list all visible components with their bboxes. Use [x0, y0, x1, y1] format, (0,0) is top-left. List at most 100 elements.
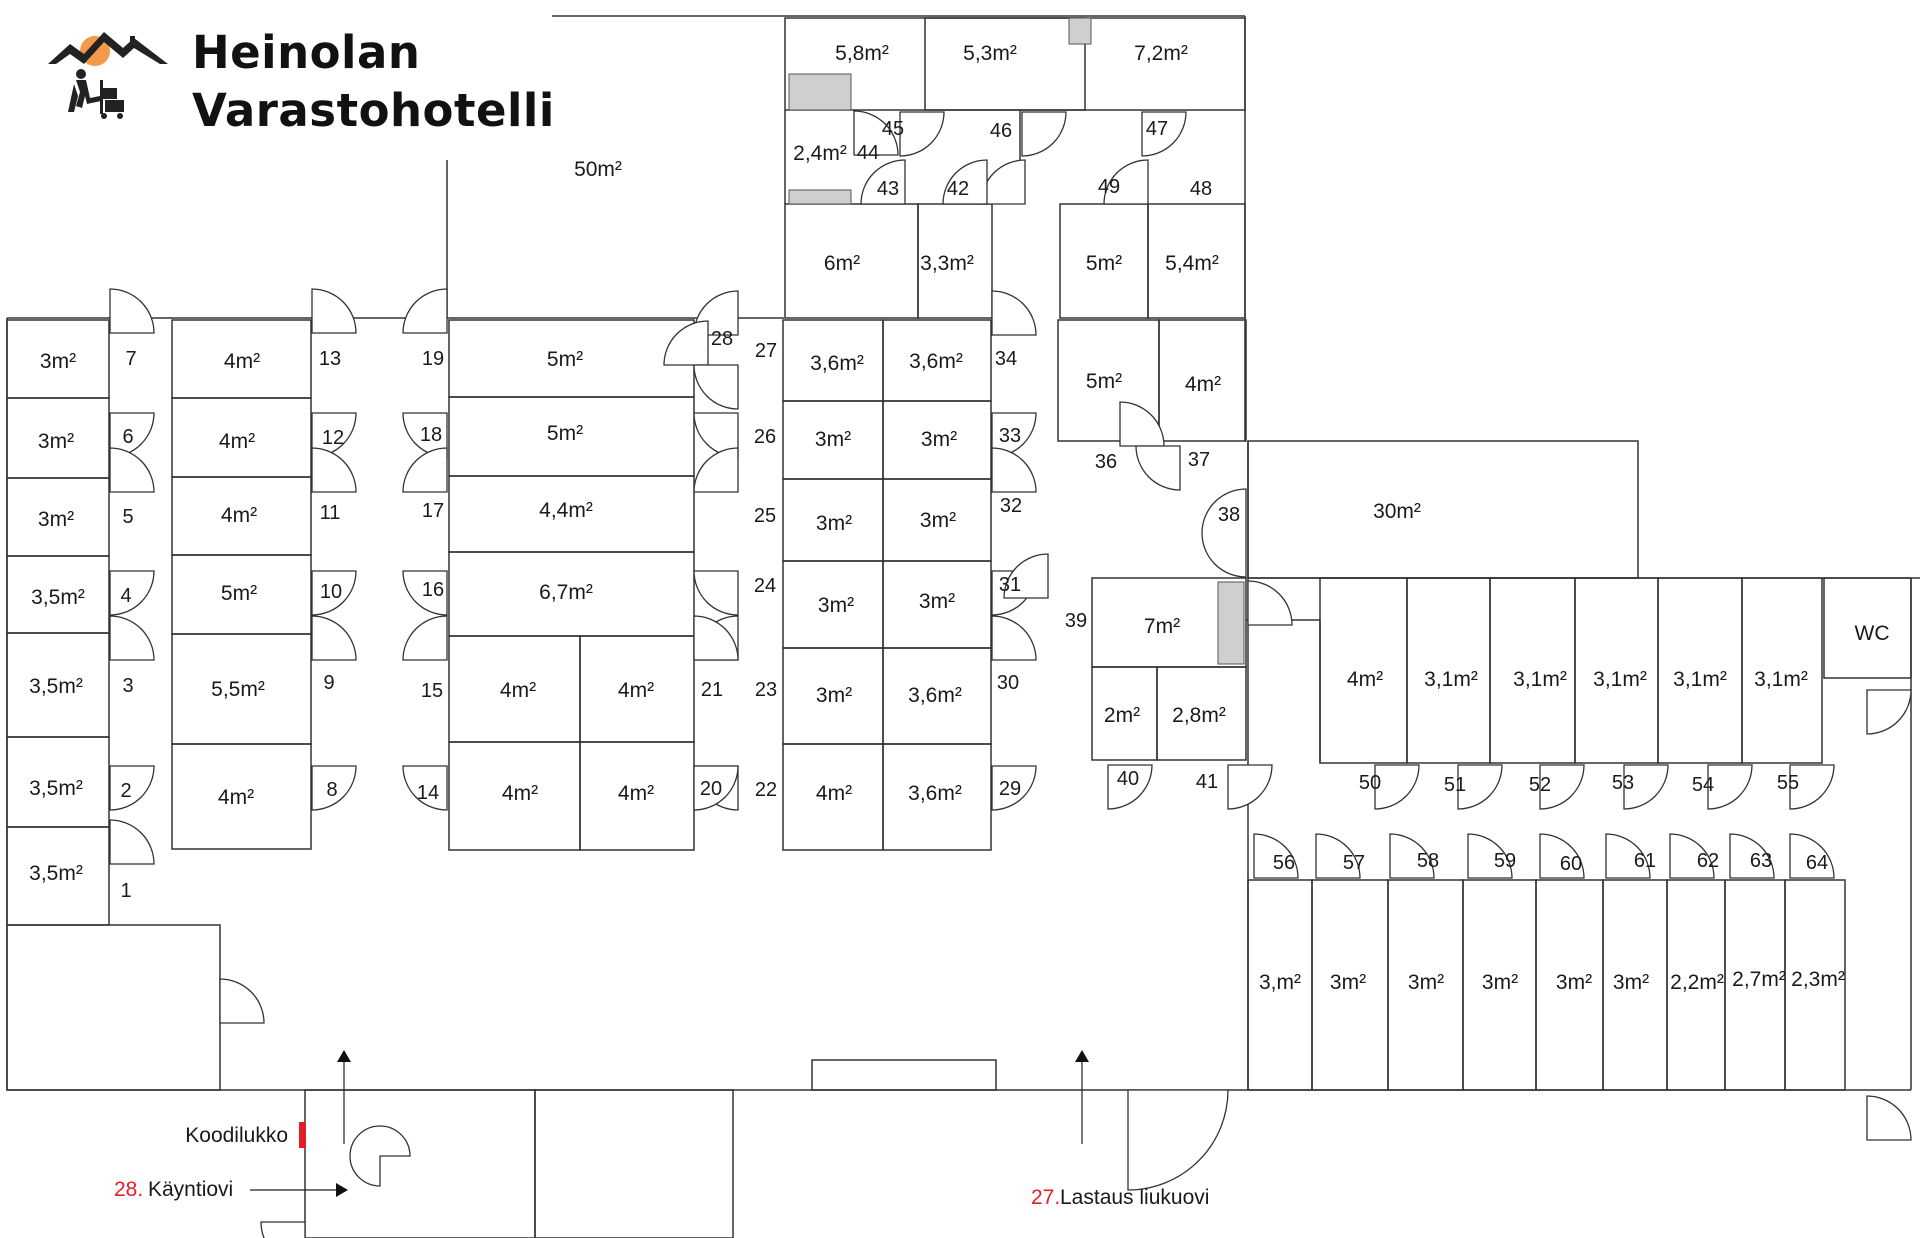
door-swing — [1107, 764, 1153, 810]
legend-slide-label: Lastaus liukuovi — [1060, 1186, 1209, 1209]
room-area-label: 3,5m² — [29, 862, 83, 885]
room-area-label: 4m² — [219, 430, 255, 453]
unit-number: 49 — [1098, 176, 1120, 198]
unit-number: 13 — [319, 348, 341, 370]
door-swing — [311, 288, 357, 334]
unit-number: 51 — [1444, 774, 1466, 796]
room-area-label: 2,7m² — [1732, 968, 1786, 991]
door-swing — [109, 447, 155, 493]
room-area-label: 3m² — [920, 509, 956, 532]
door-swing — [349, 1125, 411, 1187]
wall-rect — [924, 17, 1086, 111]
door-swing — [1605, 833, 1651, 879]
unit-number: 3 — [122, 675, 133, 697]
door-swing — [1789, 833, 1835, 879]
room-area-label: 3m² — [1556, 971, 1592, 994]
room-area-label: 3m² — [919, 590, 955, 613]
wall-fills — [788, 17, 1245, 665]
room-area-label: 3,1m² — [1673, 668, 1727, 691]
unit-number: 25 — [754, 505, 776, 527]
room-area-label: 3m² — [1408, 971, 1444, 994]
unit-number: 2 — [120, 780, 131, 802]
wall-rect — [171, 743, 312, 850]
room-area-label: 5,5m² — [211, 678, 265, 701]
wall-rect — [1158, 319, 1247, 442]
room-area-label: 3,1m² — [1593, 668, 1647, 691]
door-swing — [1457, 764, 1503, 810]
unit-number: 48 — [1190, 178, 1212, 200]
unit-number: 39 — [1065, 610, 1087, 632]
door-swing — [109, 765, 155, 811]
room-area-label: 3,5m² — [29, 777, 83, 800]
unit-number: 28 — [711, 328, 733, 350]
room-area-label: 3,5m² — [31, 586, 85, 609]
unit-number: 52 — [1529, 774, 1551, 796]
unit-number: 45 — [882, 118, 904, 140]
door-swing — [1227, 764, 1273, 810]
unit-number: 7 — [125, 348, 136, 370]
wall-rect — [1156, 666, 1247, 761]
room-area-label: 5m² — [1086, 370, 1122, 393]
unit-number: 57 — [1343, 852, 1365, 874]
door-swing — [693, 364, 739, 410]
entry-arrow-head — [336, 1183, 348, 1197]
unit-number: 33 — [999, 425, 1021, 447]
room-area-label: 6,7m² — [539, 581, 593, 604]
room-area-label: 3m² — [1613, 971, 1649, 994]
unit-number: 23 — [755, 679, 777, 701]
door-swing — [693, 615, 739, 661]
door-swing — [991, 290, 1037, 336]
door-swing — [1539, 833, 1585, 879]
wall-rect — [534, 1089, 734, 1238]
room-area-label: 3m² — [38, 430, 74, 453]
room-area-label: 3m² — [921, 428, 957, 451]
unit-number: 12 — [322, 427, 344, 449]
brand-line-2: Varastohotelli — [192, 84, 555, 137]
door-swing — [1253, 833, 1299, 879]
room-area-label: 30m² — [1373, 500, 1421, 523]
door-swing — [402, 570, 448, 616]
door-swing — [663, 320, 709, 366]
door-swing — [1707, 764, 1753, 810]
room-area-label: 3,6m² — [909, 350, 963, 373]
unit-number: 40 — [1117, 768, 1139, 790]
door-swing — [1135, 445, 1181, 491]
room-area-label: 3,6m² — [908, 782, 962, 805]
room-area-label: 3m² — [1482, 971, 1518, 994]
room-area-label: 3,6m² — [908, 684, 962, 707]
unit-number: 10 — [320, 581, 342, 603]
unit-number: 34 — [995, 348, 1017, 370]
door-swing — [1003, 553, 1049, 599]
unit-number: 1 — [120, 880, 131, 902]
room-area-label: 2m² — [1104, 704, 1140, 727]
room-area-label: WC — [1855, 622, 1890, 645]
door-swing — [1021, 111, 1067, 157]
door-swing — [1103, 159, 1149, 205]
room-area-label: 3,1m² — [1754, 668, 1808, 691]
room-area-label: 50m² — [574, 158, 622, 181]
unit-number: 19 — [422, 348, 444, 370]
entry-arrow-head — [337, 1050, 351, 1062]
brand-title: Heinolan Varastohotelli — [192, 24, 555, 140]
grey-block — [788, 73, 852, 111]
unit-number: 59 — [1494, 850, 1516, 872]
door-swing — [402, 765, 448, 811]
room-area-label: 3,1m² — [1513, 668, 1567, 691]
unit-number: 17 — [422, 500, 444, 522]
unit-number: 64 — [1806, 852, 1828, 874]
unit-number: 27 — [755, 340, 777, 362]
wall-rect — [6, 924, 221, 1091]
room-area-label: 4m² — [1185, 373, 1221, 396]
wall-rect — [1247, 440, 1639, 579]
door-swing — [1729, 833, 1775, 879]
door-swing — [693, 447, 739, 493]
unit-number: 21 — [701, 679, 723, 701]
unit-number: 30 — [997, 672, 1019, 694]
door-swing — [1141, 111, 1187, 157]
unit-number: 14 — [417, 782, 439, 804]
room-area-label: 3m² — [40, 350, 76, 373]
room-area-label: 2,3m² — [1791, 968, 1845, 991]
unit-number: 44 — [857, 142, 879, 164]
door-swing — [1315, 833, 1361, 879]
